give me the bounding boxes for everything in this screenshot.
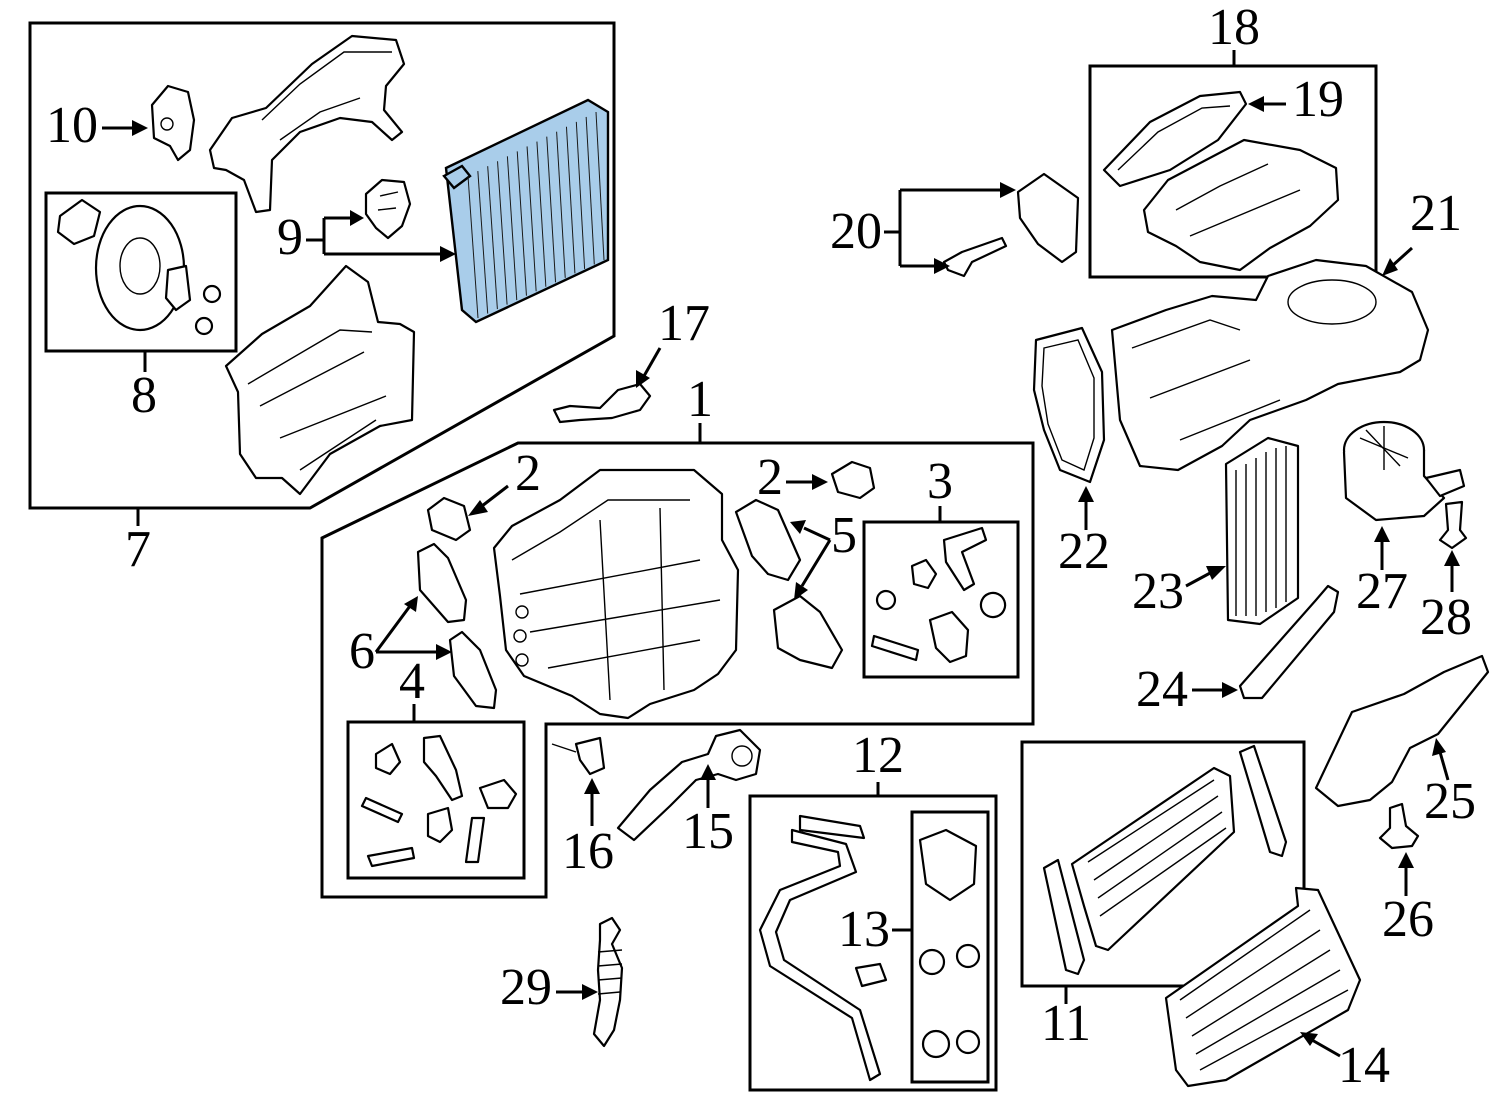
group-1-frame bbox=[320, 441, 1035, 899]
group-3-parts[interactable] bbox=[870, 526, 1007, 664]
callout-14[interactable]: 14 bbox=[1338, 1037, 1390, 1094]
part-5-lower[interactable] bbox=[772, 594, 844, 670]
callout-2-left[interactable]: 2 bbox=[515, 445, 541, 502]
callout-9[interactable]: 9 bbox=[277, 209, 303, 266]
group-18 bbox=[1088, 50, 1378, 279]
part-15[interactable] bbox=[616, 728, 762, 842]
group-8-frame bbox=[44, 191, 238, 353]
part-14-radiator[interactable] bbox=[1164, 886, 1362, 1088]
evaporator-fin bbox=[556, 131, 566, 278]
callout-26[interactable]: 26 bbox=[1382, 891, 1434, 948]
callout-28[interactable]: 28 bbox=[1420, 589, 1472, 646]
part-25[interactable] bbox=[1314, 654, 1490, 808]
part-20[interactable] bbox=[884, 172, 1080, 278]
group-13-frame bbox=[910, 810, 990, 1084]
part-21-blower-housing[interactable] bbox=[1110, 258, 1430, 472]
part-9-valve[interactable] bbox=[364, 178, 412, 240]
callout-27[interactable]: 27 bbox=[1356, 563, 1408, 620]
callout-22[interactable]: 22 bbox=[1058, 523, 1110, 580]
part-17[interactable] bbox=[552, 382, 652, 424]
group-7-frame bbox=[28, 21, 616, 510]
part-10[interactable] bbox=[150, 84, 196, 162]
part-22-seal[interactable] bbox=[1032, 326, 1106, 484]
callout-15[interactable]: 15 bbox=[682, 803, 734, 860]
callout-6[interactable]: 6 bbox=[349, 623, 375, 680]
group-7 bbox=[28, 21, 616, 526]
callout-4[interactable]: 4 bbox=[399, 653, 425, 710]
part-2-left[interactable] bbox=[426, 496, 472, 542]
evaporator-fin bbox=[467, 175, 479, 319]
group-4-frame bbox=[346, 720, 526, 880]
part-26[interactable] bbox=[1378, 802, 1420, 850]
callout-10[interactable]: 10 bbox=[46, 97, 98, 154]
callout-11[interactable]: 11 bbox=[1041, 995, 1091, 1052]
part-11-heater-core[interactable] bbox=[1042, 744, 1288, 976]
group-12 bbox=[748, 782, 998, 1092]
part-6-lower[interactable] bbox=[448, 630, 498, 710]
callout-19[interactable]: 19 bbox=[1292, 71, 1344, 128]
callout-21[interactable]: 21 bbox=[1410, 185, 1462, 242]
group-1 bbox=[320, 423, 1035, 899]
leader-arrows bbox=[102, 96, 1460, 1058]
callout-8[interactable]: 8 bbox=[131, 367, 157, 424]
callout-2-right[interactable]: 2 bbox=[757, 449, 783, 506]
callout-12[interactable]: 12 bbox=[852, 727, 904, 784]
part-27-blower-motor[interactable] bbox=[1342, 420, 1466, 522]
hvac-housing[interactable] bbox=[492, 468, 740, 720]
callout-20[interactable]: 20 bbox=[830, 203, 882, 260]
callout-13[interactable]: 13 bbox=[838, 901, 890, 958]
evaporator-fin bbox=[536, 141, 547, 287]
duct-frame-upper[interactable] bbox=[208, 34, 406, 214]
evaporator-fin bbox=[575, 121, 586, 269]
group-12-frame bbox=[748, 794, 998, 1092]
evaporator-fin bbox=[516, 151, 527, 296]
callout-1[interactable]: 1 bbox=[687, 371, 713, 428]
callout-18[interactable]: 18 bbox=[1208, 0, 1260, 56]
callout-25[interactable]: 25 bbox=[1424, 773, 1476, 830]
callout-5[interactable]: 5 bbox=[831, 507, 857, 564]
group-4-parts[interactable] bbox=[360, 734, 518, 868]
group-11 bbox=[1020, 740, 1306, 1004]
group-11-frame bbox=[1020, 740, 1306, 988]
evaporator-fin bbox=[526, 146, 537, 292]
evaporator-fin bbox=[546, 136, 557, 283]
callout-29[interactable]: 29 bbox=[500, 959, 552, 1016]
callout-labels: 1 2 2 3 4 5 6 7 8 9 10 11 12 13 14 15 16… bbox=[46, 0, 1476, 1094]
part-6-upper[interactable] bbox=[416, 542, 468, 624]
evaporator-fin bbox=[565, 126, 576, 274]
part-2-right[interactable] bbox=[830, 460, 876, 500]
evaporator-fin bbox=[477, 171, 489, 314]
part-9-evaporator-core[interactable] bbox=[442, 98, 610, 324]
callout-3[interactable]: 3 bbox=[927, 453, 953, 510]
part-29[interactable] bbox=[592, 916, 624, 1048]
part-5-upper[interactable] bbox=[734, 498, 802, 582]
part-23-filter[interactable] bbox=[1224, 436, 1300, 626]
part-19-gasket[interactable] bbox=[1102, 90, 1248, 188]
lower-case[interactable] bbox=[224, 264, 416, 496]
callout-7[interactable]: 7 bbox=[125, 521, 151, 578]
part-8[interactable] bbox=[56, 198, 222, 336]
callout-23[interactable]: 23 bbox=[1132, 563, 1184, 620]
evaporator-fin bbox=[487, 166, 498, 310]
blower-case-upper[interactable] bbox=[1142, 138, 1340, 272]
callout-17[interactable]: 17 bbox=[658, 295, 710, 352]
part-16[interactable] bbox=[551, 736, 606, 776]
evaporator-fin bbox=[497, 161, 508, 305]
part-13-clips[interactable] bbox=[918, 828, 981, 1059]
evaporator-fin bbox=[595, 111, 605, 261]
callout-16[interactable]: 16 bbox=[562, 823, 614, 880]
evaporator-fin bbox=[585, 116, 595, 265]
callout-24[interactable]: 24 bbox=[1136, 661, 1188, 718]
part-28[interactable] bbox=[1438, 500, 1468, 550]
evaporator-fin bbox=[506, 156, 518, 301]
part-12-pipes[interactable] bbox=[758, 814, 888, 1082]
part-24[interactable] bbox=[1238, 584, 1340, 700]
